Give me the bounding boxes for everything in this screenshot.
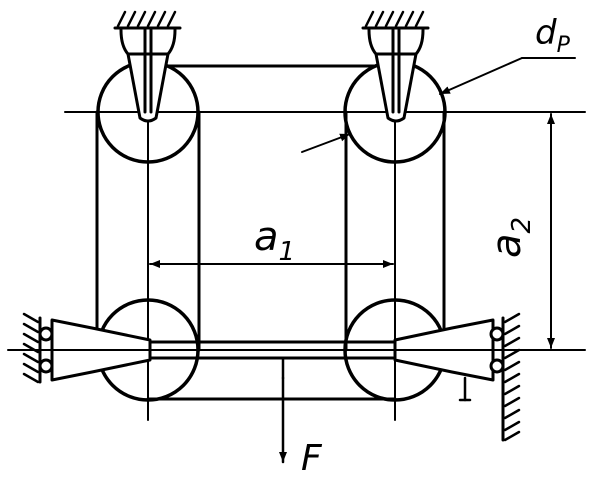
lower-right-support (393, 312, 521, 442)
upper-right-support (361, 10, 430, 123)
belt-loop (95, 64, 446, 401)
diameter-dp-leader (301, 57, 576, 153)
lower-left-support (22, 312, 152, 384)
label-dp: dP (535, 13, 571, 58)
loading-bar (148, 340, 395, 380)
label-a1: a1 (254, 214, 295, 267)
label-a2: a2 (484, 217, 537, 258)
label-force: F (301, 438, 323, 479)
upper-left-support (113, 10, 182, 123)
